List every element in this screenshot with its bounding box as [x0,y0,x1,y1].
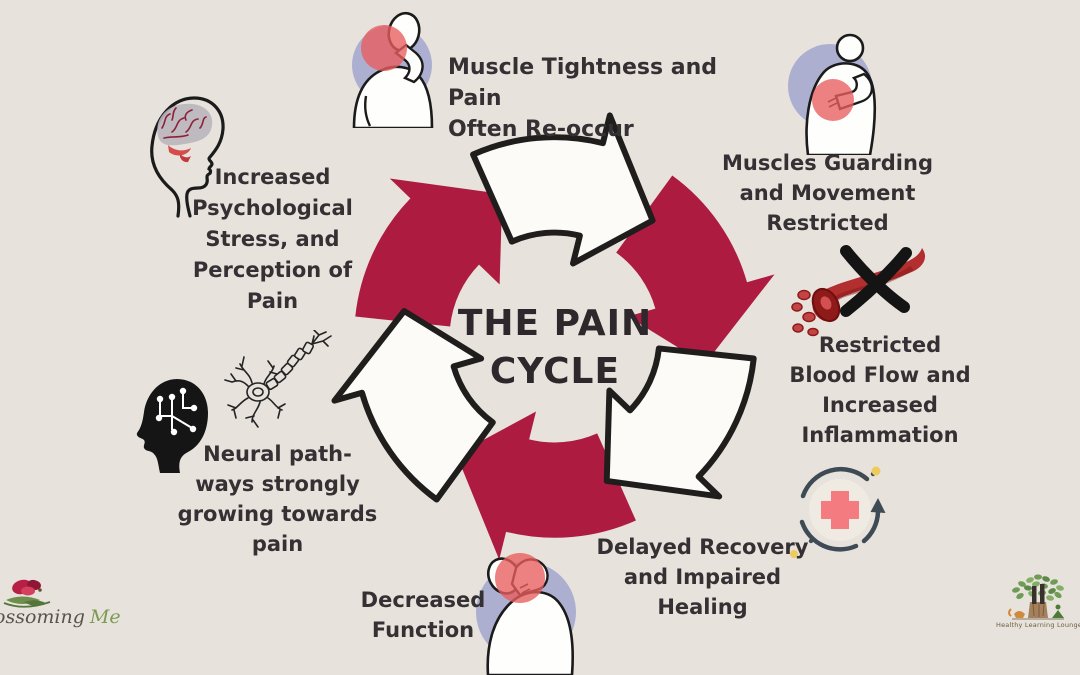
blossoming-me-logo-text: ossoming [0,606,85,628]
healthy-learning-lounge-logo-text: Healthy Learning Lounge [996,621,1080,629]
step-label-muscles-guarding: Muscles Guarding and Movement Restricted [722,151,933,235]
step-label-neural-pathways: Neural path- ways strongly growing towar… [177,442,378,556]
healthy-learning-lounge-tree-icon [1008,574,1064,620]
cycle-title: THE PAIN CYCLE [457,303,653,392]
brain-folds [161,107,207,139]
axon-segments [265,341,314,391]
brain-head-icon [150,96,225,218]
step-label-restricted-blood-flow: Restricted Blood Flow and Increased Infl… [789,333,971,447]
back-pain-person-icon [788,33,877,155]
blossoming-me-logo-accent: Me [89,606,121,628]
neuron-icon [224,330,332,428]
step-label-psychological-stress: Increased Psychological Stress, and Perc… [192,165,353,313]
blood-cells [791,289,819,337]
healing-cycle-icon [790,466,886,558]
blossoming-me-flower-icon [3,579,51,608]
neck-pain-person-icon [352,11,434,128]
person-figure-icon [1052,610,1064,618]
step-label-muscle-tightness: Muscle Tightness and Pain Often Re-occur [448,55,717,142]
circuit-nodes [155,387,198,436]
medical-cross-icon [821,491,859,529]
step-label-decreased-function: Decreased Function [360,588,486,642]
head-down-person-icon [476,553,576,675]
step-label-delayed-recovery: Delayed Recovery and Impaired Healing [596,535,809,619]
fox-icon [1014,611,1025,618]
tree-leaves [1012,574,1064,601]
x-mark [840,245,912,317]
refresh-arrows [799,467,881,552]
neural-head-icon [136,379,208,473]
blocked-blood-vessel-icon [791,245,926,337]
